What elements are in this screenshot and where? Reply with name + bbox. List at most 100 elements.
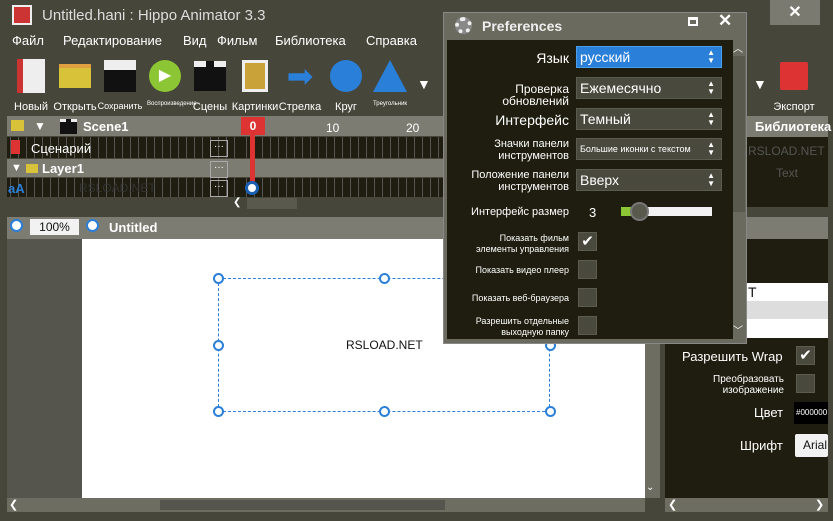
arrow-icon: ➡ — [286, 58, 314, 94]
keyframe-marker[interactable] — [245, 181, 259, 195]
open-button[interactable]: Открыть — [53, 58, 97, 113]
menu-edit[interactable]: Редактирование — [63, 33, 163, 48]
playhead-line[interactable] — [250, 135, 255, 182]
show-controls-checkbox[interactable]: ✔ — [578, 232, 597, 251]
scenario-row[interactable] — [7, 137, 443, 158]
timeline-scrollbar[interactable] — [247, 198, 297, 209]
preferences-title: Preferences — [482, 18, 563, 34]
preferences-scroll-up[interactable]: ︿ — [733, 44, 743, 55]
zoom-out-icon[interactable] — [86, 219, 99, 232]
text-object-label: RSLOAD.NET — [79, 181, 156, 195]
resize-handle-br[interactable] — [545, 406, 556, 417]
text-object-row[interactable] — [7, 178, 443, 197]
resize-handle-tm[interactable] — [379, 273, 390, 284]
export-film-icon — [780, 62, 808, 90]
updates-select[interactable]: Ежемесячно▲▼ — [576, 77, 722, 99]
menu-movie[interactable]: Фильм — [217, 33, 258, 48]
toolbar-position-select[interactable]: Вверх▲▼ — [576, 169, 722, 191]
resize-handle-bm[interactable] — [379, 406, 390, 417]
text-object-options-button[interactable]: ··· — [210, 180, 228, 197]
resize-handle-ml[interactable] — [213, 340, 224, 351]
scenes-button[interactable]: Сцены — [188, 58, 232, 113]
close-window-button[interactable]: ✕ — [770, 0, 820, 25]
text-list[interactable] — [746, 283, 828, 338]
spinner-icon: ▲▼ — [707, 48, 715, 65]
export-button[interactable]: Экспорт — [772, 58, 816, 113]
collapse-icon[interactable]: ▼ — [34, 119, 46, 133]
arrow-button[interactable]: ➡Стрелка — [278, 58, 322, 113]
resize-handle-tl[interactable] — [213, 273, 224, 284]
gear-icon — [455, 17, 472, 34]
menu-view[interactable]: Вид — [183, 33, 207, 48]
spinner-icon: ▲▼ — [707, 171, 715, 188]
playhead-frame-label[interactable]: 0 — [241, 117, 265, 135]
layer-options-button[interactable]: ··· — [210, 161, 228, 178]
properties-header — [746, 217, 828, 239]
add-layer-icon[interactable] — [11, 120, 24, 131]
language-label: Язык — [536, 50, 569, 66]
resize-handle-bl[interactable] — [213, 406, 224, 417]
show-player-checkbox[interactable] — [578, 260, 597, 279]
color-field[interactable]: #000000 — [794, 402, 828, 424]
new-button[interactable]: Новый — [9, 58, 53, 113]
canvas-hscroll-thumb[interactable] — [160, 500, 445, 510]
close-dialog-button[interactable]: ✕ — [718, 11, 733, 30]
interface-label: Интерфейс — [495, 112, 569, 128]
canvas-scroll-left[interactable]: ❮ — [9, 499, 19, 511]
zoom-level-field[interactable]: 100% — [30, 219, 79, 235]
new-file-icon — [17, 59, 45, 93]
library-item-name[interactable]: RSLOAD.NET — [748, 144, 825, 158]
more-tools-right-icon[interactable]: ▼ — [753, 76, 767, 92]
zoom-in-icon[interactable] — [10, 219, 23, 232]
menu-file[interactable]: Файл — [12, 33, 44, 48]
text-list-item[interactable]: T — [748, 284, 757, 300]
layer-expand-icon[interactable]: ▼ — [11, 162, 22, 174]
maximize-dialog-button[interactable] — [688, 17, 698, 26]
properties-scroll-right[interactable]: ❯ — [815, 499, 825, 511]
triangle-button[interactable]: Треугольник — [368, 58, 412, 107]
show-browser-checkbox[interactable] — [578, 288, 597, 307]
scenario-label: Сценарий — [31, 141, 92, 156]
properties-scroll-left[interactable]: ❮ — [668, 499, 678, 511]
interface-select[interactable]: Темный▲▼ — [576, 108, 722, 130]
play-button[interactable]: ▶Воспроизведение — [143, 58, 197, 107]
menu-help[interactable]: Справка — [366, 33, 417, 48]
more-tools-icon[interactable]: ▼ — [417, 76, 431, 92]
layer-folder-icon — [26, 164, 38, 173]
spinner-icon: ▲▼ — [707, 140, 715, 157]
interface-size-slider[interactable] — [621, 207, 712, 216]
show-browser-label: Показать веб-браузера — [471, 293, 569, 303]
layer-name: Layer1 — [42, 161, 84, 176]
preferences-scroll-thumb[interactable] — [733, 56, 745, 212]
timeline-scroll-left[interactable]: ❮ — [233, 197, 242, 208]
menu-library[interactable]: Библиотека — [275, 33, 346, 48]
circle-button[interactable]: Круг — [324, 58, 368, 113]
scene-clapper-icon — [60, 119, 77, 134]
canvas-scroll-down[interactable]: ⌄ — [646, 482, 655, 493]
spinner-icon: ▲▼ — [707, 79, 715, 96]
interface-size-slider-knob[interactable] — [630, 202, 650, 221]
preferences-scroll-down[interactable]: ﹀ — [733, 326, 743, 337]
properties-hscrollbar[interactable] — [665, 498, 828, 512]
transform-checkbox[interactable] — [796, 374, 815, 393]
folder-icon — [59, 64, 91, 88]
color-label: Цвет — [754, 405, 784, 420]
show-controls-label: Показать фильм элементы управления — [476, 233, 569, 254]
play-icon: ▶ — [149, 60, 181, 92]
toolbar-icons-select[interactable]: Большие иконки с текстом▲▼ — [576, 138, 722, 160]
library-area — [746, 137, 828, 207]
interface-size-value: 3 — [589, 205, 597, 220]
font-button[interactable]: Arial — [795, 434, 828, 457]
separate-output-checkbox[interactable] — [578, 316, 597, 335]
pictures-button[interactable]: Картинки — [232, 58, 278, 113]
language-select[interactable]: русский▲▼ — [576, 46, 722, 68]
spinner-icon: ▲▼ — [707, 110, 715, 127]
canvas-text-object[interactable]: RSLOAD.NET — [346, 338, 423, 352]
save-button[interactable]: Сохранить — [98, 58, 142, 111]
wrap-checkbox[interactable]: ✔ — [796, 346, 815, 365]
scene-name[interactable]: Scene1 — [83, 119, 129, 134]
layer-row[interactable] — [7, 159, 443, 177]
window-title: Untitled.hani : Hippo Animator 3.3 — [42, 7, 266, 24]
interface-size-label: Интерфейс размер — [471, 206, 569, 218]
scenario-options-button[interactable]: ··· — [210, 140, 228, 157]
